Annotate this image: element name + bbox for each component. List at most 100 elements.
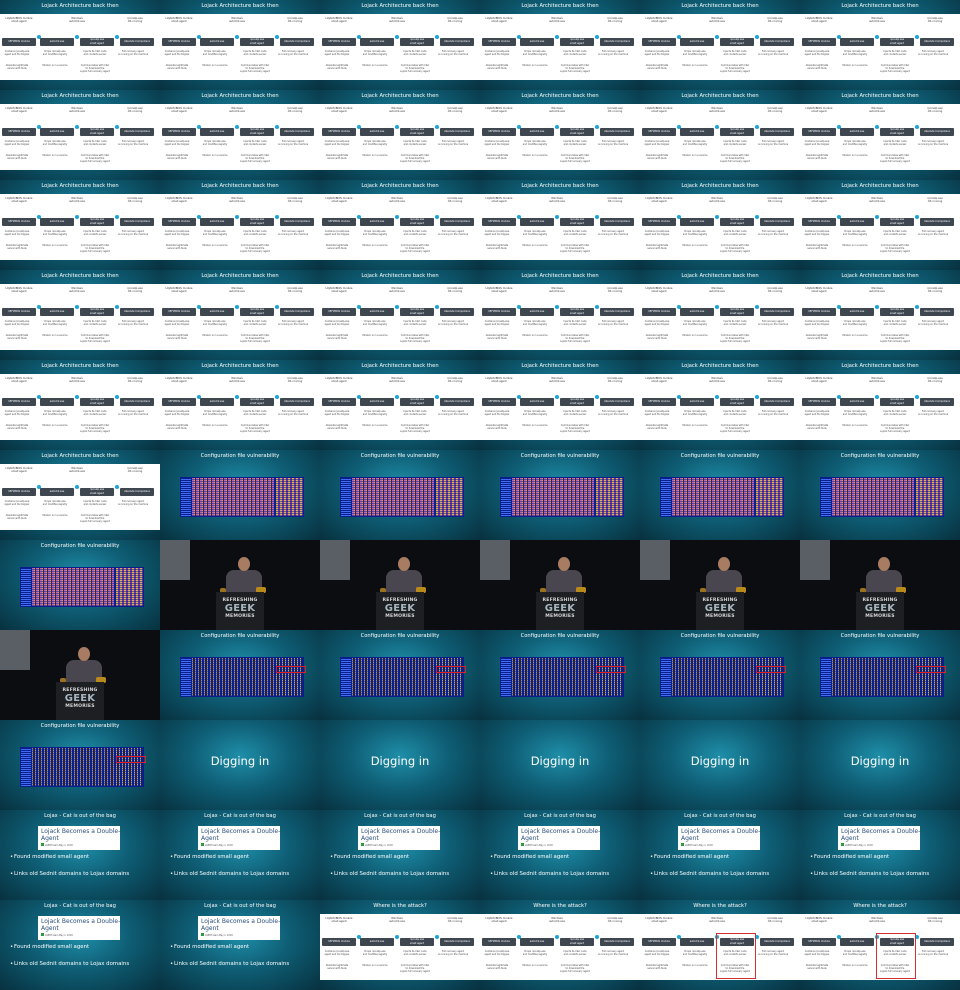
diagram-note: Modern is in a service [202, 244, 228, 247]
video-frame[interactable]: Digging in [160, 720, 320, 810]
video-frame[interactable]: Digging in [640, 720, 800, 810]
video-frame[interactable]: Configuration file vulnerability [640, 450, 800, 540]
diagram-note: Modern is in a service [842, 244, 868, 247]
video-frame[interactable]: Digging in [480, 720, 640, 810]
video-frame[interactable]: Configuration file vulnerability [0, 540, 160, 630]
bullet-item: Links old Sednit domains to Lojax domain… [170, 871, 289, 877]
diagram-note: Absolute legitimate server with tools [5, 334, 29, 340]
diagram-stage-box: UEFI/BIOS module [802, 128, 836, 136]
video-frame[interactable]: Configuration file vulnerability [320, 630, 480, 720]
video-frame[interactable]: Where is the attack?LOJACK/BIOS module s… [480, 900, 640, 990]
video-frame[interactable]: Where is the attack?LOJACK/BIOS module s… [800, 900, 960, 990]
diagram-top-label: Windows autochk.exe [69, 197, 85, 203]
diagram-top-label: Windows autochk.exe [709, 377, 725, 383]
video-frame[interactable]: Configuration file vulnerability [160, 630, 320, 720]
diagram-stage-box: Absolute Computrace [920, 218, 954, 226]
diagram-connector-icon [595, 125, 599, 129]
diagram-note: Injects its C&C code and contacts server [563, 320, 587, 326]
diagram-stage-box: Absolute Computrace [280, 398, 314, 406]
video-frame[interactable]: Where is the attack?LOJACK/BIOS module s… [640, 900, 800, 990]
diagram-connector-icon [75, 215, 79, 219]
diagram-stage-box: UEFI/BIOS module [642, 128, 676, 136]
video-frame[interactable]: Digging in [800, 720, 960, 810]
diagram-top-label: LOJACK/BIOS module small agent [325, 287, 353, 293]
diagram-note: Contains rpcnetp.exe agent and its dropp… [484, 50, 510, 56]
diagram-note: Contains rpcnetp.exe agent and its dropp… [644, 950, 670, 956]
bullet-item: Links old Sednit domains to Lojax domain… [10, 871, 129, 877]
diagram-note: Injects its C&C code and contacts server [723, 50, 747, 56]
video-frame[interactable]: Configuration file vulnerability [160, 450, 320, 540]
article-heading: Lojack Becomes a Double- Agent [41, 828, 121, 842]
diagram-top-label: Windows autochk.exe [549, 377, 565, 383]
diagram-note: Contains rpcnetp.exe agent and its dropp… [324, 320, 350, 326]
video-frame[interactable]: Configuration file vulnerability [480, 630, 640, 720]
diagram-note: Injects its C&C code and contacts server [563, 140, 587, 146]
slide-title: Digging in [690, 754, 750, 768]
video-frame[interactable]: Configuration file vulnerability [480, 450, 640, 540]
video-frame[interactable]: Configuration file vulnerability [320, 450, 480, 540]
diagram-connector-icon [517, 305, 521, 309]
video-frame[interactable]: Configuration file vulnerability [800, 450, 960, 540]
diagram-connector-icon [75, 305, 79, 309]
diagram-note: Injects its C&C code and contacts server [403, 410, 427, 416]
video-frame[interactable]: Digging in [320, 720, 480, 810]
video-frame[interactable]: Configuration file vulnerability [640, 630, 800, 720]
diagram-stage-box: Absolute Computrace [120, 488, 154, 496]
hex-bytes-area [512, 658, 594, 696]
video-frame[interactable]: Where is the attack?LOJACK/BIOS module s… [320, 900, 480, 990]
podium-logo-line: MEMORIES [65, 704, 95, 709]
slide-title: Lojack Architecture back then [521, 273, 599, 279]
video-frame[interactable]: Configuration file vulnerability [0, 720, 160, 810]
diagram-stage-box: rpcnetp.exe small agent [400, 128, 434, 136]
diagram-connector-icon [837, 935, 841, 939]
video-frame[interactable]: Configuration file vulnerability [800, 630, 960, 720]
